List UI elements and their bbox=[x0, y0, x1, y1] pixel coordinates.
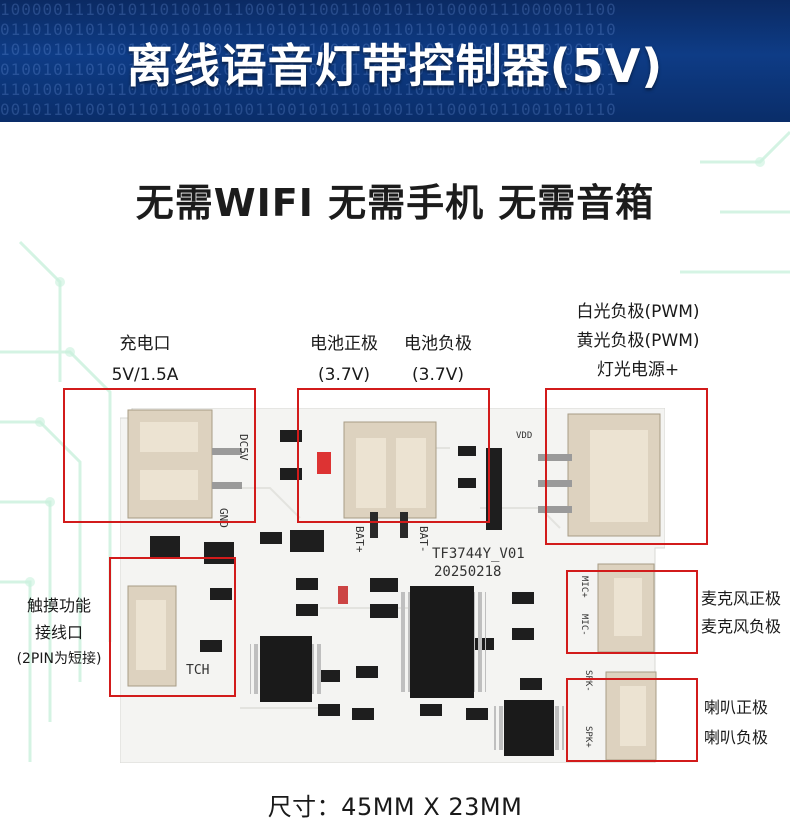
touch-function: 触摸功能 bbox=[26, 596, 91, 615]
light-port-label: 白光负极(PWM) 黄光负极(PWM) 灯光电源+ bbox=[558, 298, 718, 385]
touch-short-note: (2PIN为短接) bbox=[16, 651, 102, 667]
battery-port-highlight bbox=[297, 388, 490, 523]
charge-port-label: 充电口 5V/1.5A bbox=[90, 332, 200, 388]
speaker-positive: 喇叭正极 bbox=[703, 698, 768, 717]
silk-spk-negative: SPK- bbox=[583, 670, 593, 692]
battery-positive-label: 电池正极 (3.7V) bbox=[298, 332, 390, 388]
silk-spk-positive: SPK+ bbox=[583, 726, 593, 748]
charge-port-highlight bbox=[63, 388, 256, 523]
touch-port-highlight bbox=[109, 557, 236, 697]
main-ic bbox=[398, 586, 486, 698]
mic-negative: 麦克风负极 bbox=[700, 617, 781, 636]
binary-pattern: 1000001110010110100101100010110011001011… bbox=[0, 0, 617, 119]
battery-negative-label: 电池负极 (3.7V) bbox=[392, 332, 484, 388]
feature-subtitle: 无需WIFI 无需手机 无需音箱 bbox=[135, 181, 655, 225]
charge-connector bbox=[127, 409, 242, 519]
charge-port-rating: 5V/1.5A bbox=[111, 365, 179, 385]
light-power-positive: 灯光电源+ bbox=[596, 360, 680, 380]
battery-connector bbox=[343, 421, 437, 538]
silk-bat-positive: BAT+ bbox=[353, 526, 366, 553]
silk-dc5v: DC5V bbox=[237, 434, 250, 461]
board-size: 尺寸：45MM X 23MM bbox=[267, 793, 523, 821]
power-ic bbox=[250, 636, 322, 702]
mic-connector bbox=[597, 563, 655, 653]
speaker-connector bbox=[605, 671, 657, 761]
board-model: TF3744Y_V01 bbox=[432, 546, 525, 562]
header-banner: 1000001110010110100101100010110011001011… bbox=[0, 0, 790, 122]
mic-port-highlight bbox=[566, 570, 698, 654]
silk-vdd: VDD bbox=[516, 431, 532, 441]
touch-wire-port: 接线口 bbox=[34, 623, 83, 642]
speaker-port-highlight bbox=[566, 678, 698, 762]
light-white-negative: 白光负极(PWM) bbox=[576, 302, 700, 322]
speaker-label: 喇叭正极 喇叭负极 bbox=[700, 693, 772, 753]
mic-positive: 麦克风正极 bbox=[700, 589, 781, 608]
speaker-negative: 喇叭负极 bbox=[703, 728, 768, 747]
light-yellow-negative: 黄光负极(PWM) bbox=[576, 331, 700, 351]
circuit-background bbox=[0, 130, 790, 762]
pcb-board: DC5V GND BAT+ BAT- VDD TF3744Y_V01 20250… bbox=[120, 408, 665, 763]
charge-port-name: 充电口 bbox=[119, 334, 171, 354]
silk-bat-negative: BAT- bbox=[417, 526, 430, 553]
light-port-highlight bbox=[545, 388, 708, 545]
mic-label: 麦克风正极 麦克风负极 bbox=[700, 585, 782, 641]
battery-positive-voltage: (3.7V) bbox=[318, 365, 370, 385]
battery-negative-voltage: (3.7V) bbox=[412, 365, 464, 385]
silk-tch: TCH bbox=[186, 663, 209, 678]
battery-positive-name: 电池正极 bbox=[310, 334, 378, 354]
board-date: 20250218 bbox=[434, 564, 501, 580]
led bbox=[338, 586, 348, 604]
touch-connector bbox=[127, 585, 177, 687]
touch-port-label: 触摸功能 接线口 (2PIN为短接) bbox=[8, 592, 110, 673]
amp-ic bbox=[494, 700, 564, 756]
led bbox=[317, 452, 331, 474]
page-title: 离线语音灯带控制器(5V) bbox=[126, 39, 664, 93]
light-connector bbox=[538, 413, 661, 537]
silk-mic-negative: MIC- bbox=[579, 614, 589, 636]
silk-mic-positive: MIC+ bbox=[579, 576, 589, 598]
battery-negative-name: 电池负极 bbox=[404, 334, 472, 354]
